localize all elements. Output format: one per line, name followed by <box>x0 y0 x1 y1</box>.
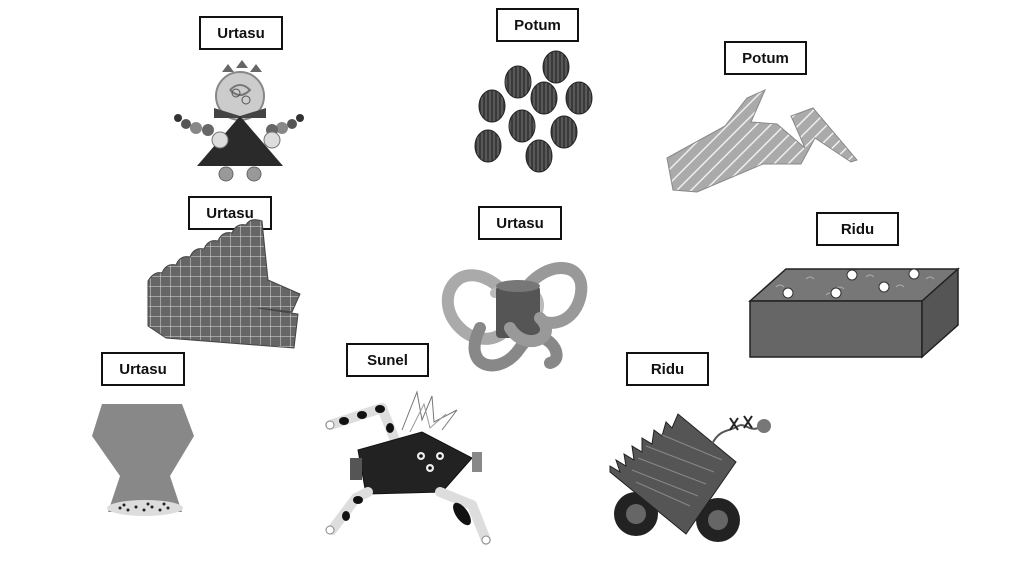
label-potum-2: Potum <box>724 41 807 75</box>
label-urtasu-3: Urtasu <box>478 206 562 240</box>
seed-cluster <box>474 50 593 173</box>
label-ridu-2: Ridu <box>626 352 709 386</box>
spiky-wheeled-creature <box>609 413 771 542</box>
label-ridu-1: Ridu <box>816 212 899 246</box>
label-urtasu-1: Urtasu <box>199 16 283 50</box>
looped-tube <box>441 262 588 372</box>
label-sunel: Sunel <box>346 343 429 377</box>
grid-creature <box>147 219 301 349</box>
hourglass-vase <box>92 404 194 516</box>
label-potum-1: Potum <box>496 8 579 42</box>
label-urtasu-4: Urtasu <box>101 352 185 386</box>
speckled-block <box>748 267 960 359</box>
striped-zigzag <box>666 89 858 193</box>
label-urtasu-2: Urtasu <box>188 196 272 230</box>
robot-figure <box>174 60 304 182</box>
spotted-walker <box>325 390 491 545</box>
